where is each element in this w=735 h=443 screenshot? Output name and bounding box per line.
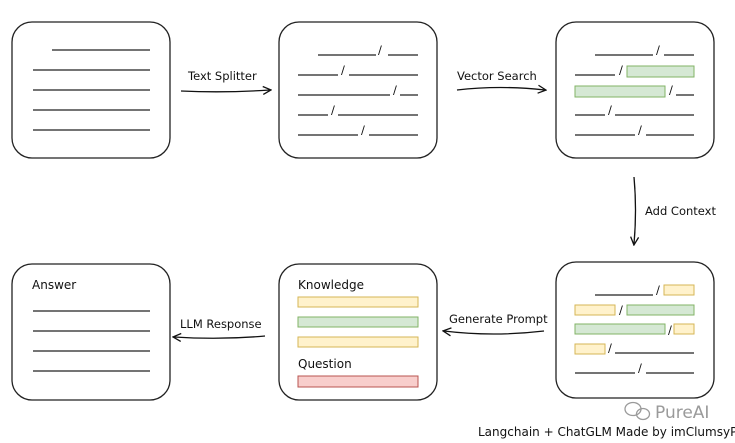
svg-text:/: / bbox=[361, 123, 365, 137]
matched-chunk-highlight bbox=[626, 304, 695, 316]
watermark-text: PureAI bbox=[655, 403, 709, 423]
prompt-box: Knowledge Question bbox=[278, 263, 438, 401]
llm-response-arrow bbox=[174, 336, 266, 338]
llm-response-label: LLM Response bbox=[180, 317, 262, 331]
svg-text:/: / bbox=[668, 323, 672, 337]
chunks-box: / / / / / bbox=[278, 21, 438, 159]
answer-box: Answer bbox=[11, 263, 171, 401]
matched-chunk-highlight bbox=[574, 85, 666, 98]
matched-chunk-highlight bbox=[626, 65, 695, 78]
vector-search-arrow bbox=[456, 88, 545, 91]
context-highlight bbox=[673, 323, 695, 335]
document-box bbox=[11, 21, 171, 159]
context-highlight bbox=[663, 284, 695, 296]
svg-text:/: / bbox=[656, 283, 660, 297]
svg-text:/: / bbox=[619, 303, 623, 317]
svg-text:/: / bbox=[393, 83, 397, 97]
generate-prompt-label: Generate Prompt bbox=[449, 312, 548, 326]
knowledge-chunk bbox=[297, 336, 419, 348]
context-highlight bbox=[574, 304, 616, 316]
svg-text:/: / bbox=[638, 361, 642, 375]
credit-line: Langchain + ChatGLM Made by imClumsyPand… bbox=[478, 425, 735, 439]
vector-search-label: Vector Search bbox=[457, 69, 537, 83]
search-results-box: / / / / / bbox=[555, 21, 715, 159]
generate-prompt-arrow bbox=[444, 331, 545, 334]
knowledge-chunk bbox=[297, 296, 419, 308]
svg-text:/: / bbox=[341, 63, 345, 77]
add-context-label: Add Context bbox=[645, 204, 716, 218]
svg-text:/: / bbox=[608, 341, 612, 355]
svg-text:/: / bbox=[608, 103, 612, 117]
svg-text:/: / bbox=[378, 43, 382, 57]
context-highlight bbox=[574, 343, 606, 355]
matched-chunk-highlight bbox=[574, 323, 666, 335]
svg-text:/: / bbox=[619, 63, 623, 77]
svg-text:/: / bbox=[669, 83, 673, 97]
svg-text:/: / bbox=[331, 103, 335, 117]
add-context-arrow bbox=[634, 176, 636, 244]
knowledge-heading: Knowledge bbox=[298, 278, 364, 292]
question-heading: Question bbox=[298, 357, 352, 371]
knowledge-chunk bbox=[297, 316, 419, 328]
text-splitter-label: Text Splitter bbox=[187, 69, 257, 83]
answer-heading: Answer bbox=[32, 278, 76, 292]
svg-text:/: / bbox=[656, 43, 660, 57]
context-box: / / / / / bbox=[555, 261, 715, 399]
svg-text:/: / bbox=[638, 123, 642, 137]
wechat-icon bbox=[624, 401, 651, 421]
question-field bbox=[297, 375, 419, 388]
text-splitter-arrow bbox=[180, 90, 270, 92]
